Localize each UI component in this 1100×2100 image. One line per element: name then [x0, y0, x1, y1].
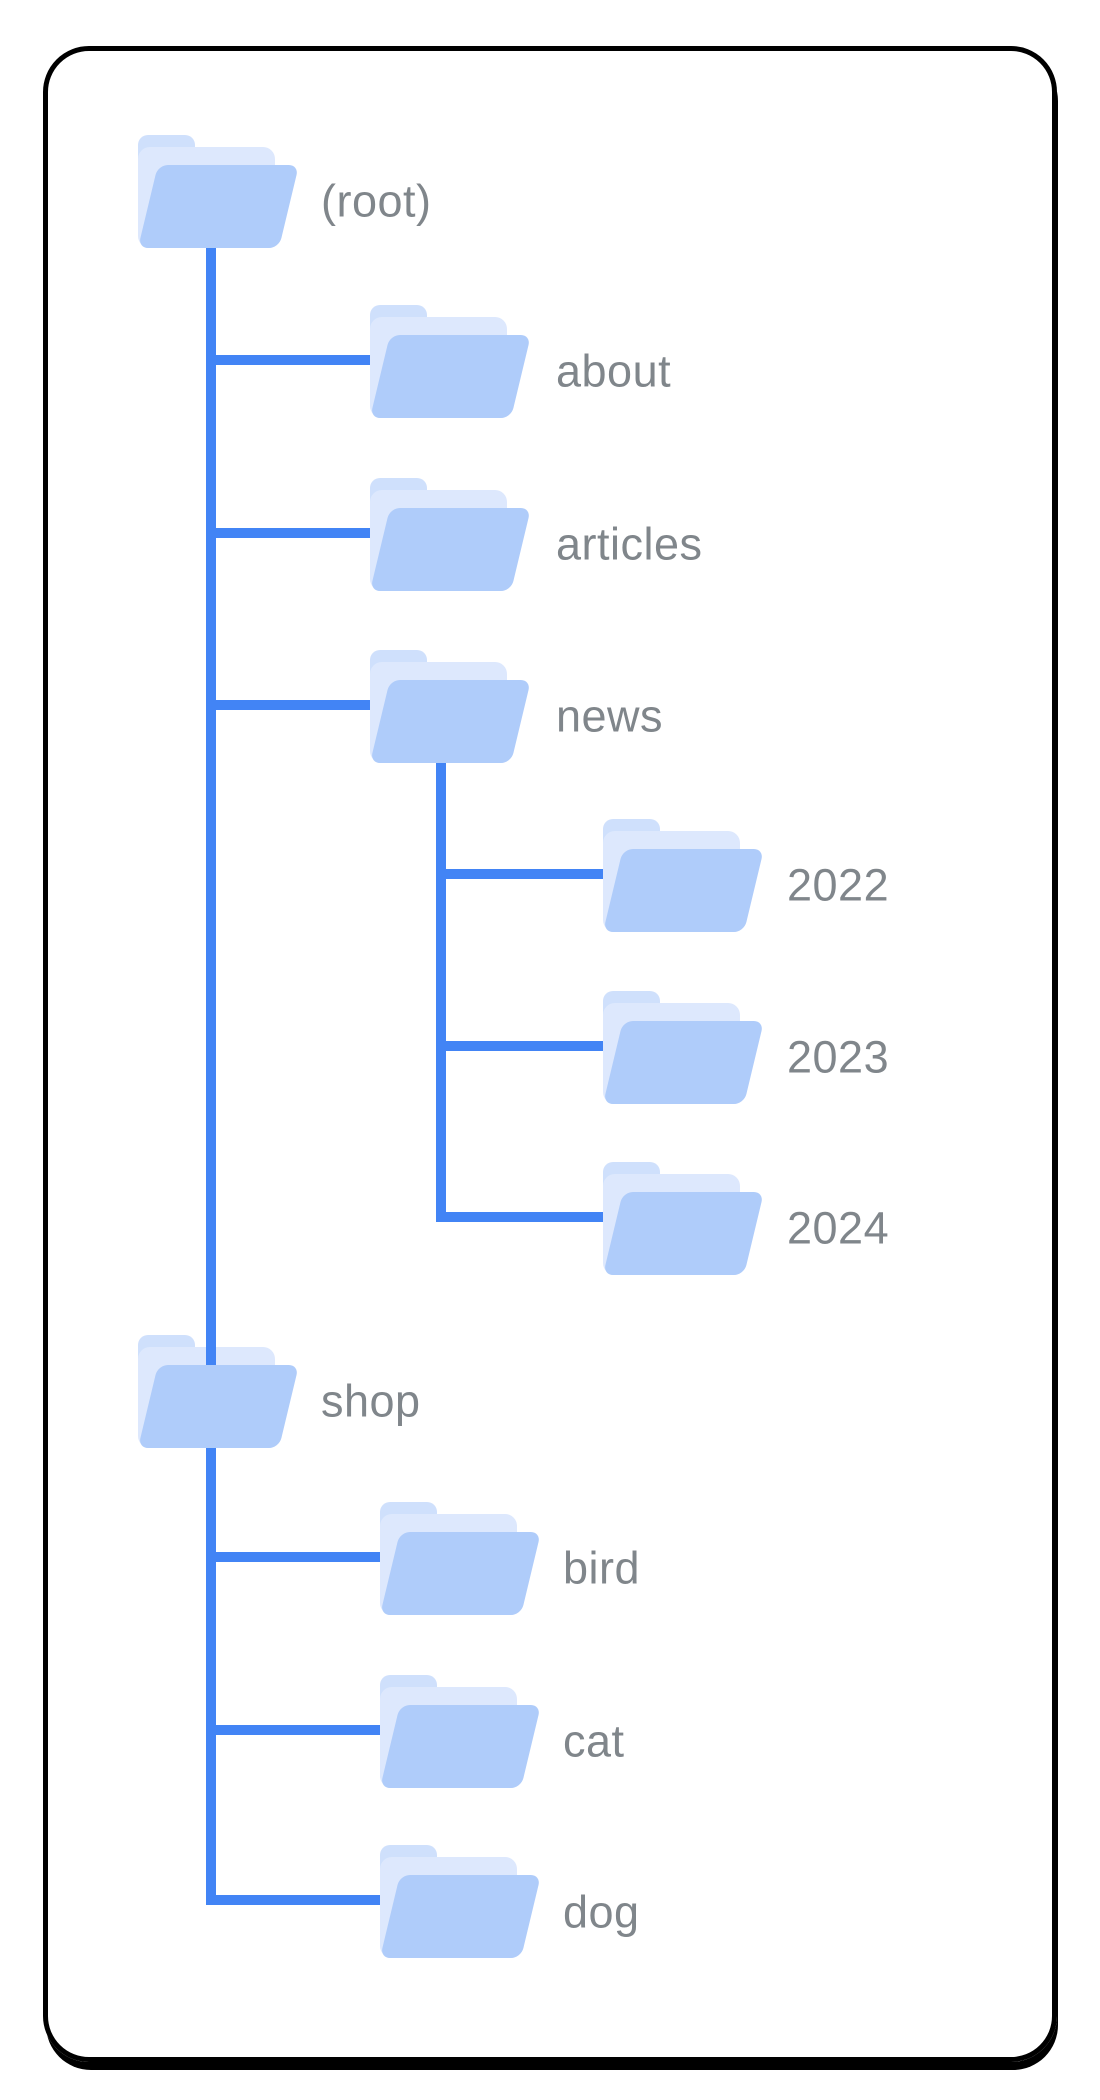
folder-label-articles: articles: [556, 518, 703, 570]
folder-label-shop: shop: [321, 1375, 421, 1427]
folder-icon-2023: [603, 991, 764, 1104]
folder-icon-2022: [603, 819, 764, 932]
connector-branch-2024: [436, 1212, 653, 1222]
folder-icon-articles: [370, 478, 531, 591]
connector-branch-cat: [206, 1725, 430, 1735]
folder-front: [380, 1705, 541, 1788]
connector-branch-2023: [436, 1041, 653, 1051]
folder-front: [603, 849, 764, 932]
folder-label-2023: 2023: [787, 1031, 890, 1083]
folder-icon-2024: [603, 1162, 764, 1275]
connector-trunk-over-shop-back: [206, 1335, 216, 1373]
connector-branch-about: [206, 355, 420, 365]
folder-front: [370, 680, 531, 763]
folder-label-cat: cat: [563, 1715, 625, 1767]
folder-icon-bird: [380, 1502, 541, 1615]
folder-front: [603, 1021, 764, 1104]
connector-branch-articles: [206, 528, 420, 538]
folder-icon-shop: [138, 1335, 299, 1448]
folder-label-bird: bird: [563, 1542, 641, 1594]
folder-label-root: (root): [321, 175, 432, 227]
folder-label-about: about: [556, 345, 672, 397]
folder-icon-cat: [380, 1675, 541, 1788]
folder-front: [370, 335, 531, 418]
diagram-frame: [43, 46, 1057, 2062]
folder-front: [380, 1875, 541, 1958]
connector-trunk-news: [436, 752, 446, 1222]
connector-branch-news: [206, 700, 420, 710]
folder-icon-root: [138, 135, 299, 248]
folder-label-2024: 2024: [787, 1202, 890, 1254]
folder-front: [370, 508, 531, 591]
folder-icon-dog: [380, 1845, 541, 1958]
folder-front: [603, 1192, 764, 1275]
connector-branch-dog: [206, 1895, 430, 1905]
connector-branch-2022: [436, 869, 653, 879]
folder-front: [380, 1532, 541, 1615]
folder-label-dog: dog: [563, 1886, 640, 1938]
folder-label-2022: 2022: [787, 859, 890, 911]
folder-front: [138, 1365, 299, 1448]
folder-icon-about: [370, 305, 531, 418]
connector-trunk-root: [206, 243, 216, 1905]
folder-front: [138, 165, 299, 248]
folder-label-news: news: [556, 690, 664, 742]
connector-branch-bird: [206, 1552, 430, 1562]
folder-icon-news: [370, 650, 531, 763]
